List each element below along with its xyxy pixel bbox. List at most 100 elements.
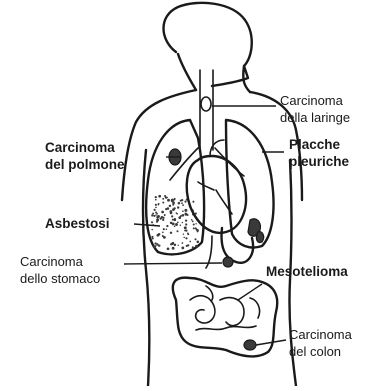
- stipple-dot: [157, 215, 160, 218]
- stipple-dot: [156, 221, 158, 223]
- stomach-tumor-icon: [223, 257, 233, 267]
- plaques-label: Placche pleuriche: [289, 137, 350, 169]
- heart: [187, 140, 246, 233]
- stipple-dot: [184, 230, 186, 232]
- svg-text:del colon: del colon: [289, 344, 341, 359]
- stipple-dot: [174, 199, 176, 201]
- svg-text:Placche: Placche: [289, 137, 341, 152]
- stipple-dot: [197, 241, 200, 244]
- stipple-dot: [178, 202, 181, 205]
- stomach-label: Carcinoma dello stomaco: [20, 254, 100, 286]
- mesothelioma-label: Mesotelioma: [266, 264, 348, 279]
- stipple-dot: [185, 219, 187, 221]
- stipple-dot: [172, 203, 174, 205]
- stipple-dot: [169, 205, 171, 207]
- stipple-dot: [191, 219, 193, 221]
- stipple-dot: [183, 237, 185, 239]
- stipple-dot: [152, 237, 154, 239]
- stipple-dot: [151, 229, 153, 231]
- stipple-dot: [186, 245, 188, 247]
- stipple-dot: [162, 231, 164, 233]
- stipple-dot: [192, 246, 194, 248]
- stipple-dot: [172, 222, 175, 225]
- stipple-dot: [193, 223, 195, 225]
- stipple-dot: [158, 195, 161, 198]
- stipple-dot: [185, 237, 187, 239]
- stipple-dot: [174, 244, 176, 246]
- svg-text:del polmone: del polmone: [45, 157, 125, 172]
- stipple-dot: [192, 201, 194, 203]
- stipple-dot: [175, 223, 178, 226]
- stipple-dot: [194, 238, 196, 240]
- stipple-dot: [184, 201, 186, 203]
- stipple-dot: [182, 204, 184, 206]
- stipple-dot: [166, 228, 168, 230]
- stipple-dot: [165, 208, 167, 210]
- asbestosis-label: Asbestosi: [45, 216, 110, 231]
- asbestosis-stipple: [151, 195, 199, 250]
- stipple-dot: [162, 198, 164, 200]
- stipple-dot: [180, 224, 181, 225]
- stipple-dot: [193, 227, 195, 229]
- svg-text:dello stomaco: dello stomaco: [20, 271, 100, 286]
- stipple-dot: [155, 199, 157, 201]
- colon-tumor-icon: [244, 340, 256, 350]
- stipple-dot: [167, 247, 170, 250]
- stipple-dot: [162, 202, 164, 204]
- stipple-dot: [181, 202, 183, 204]
- stipple-dot: [185, 223, 187, 225]
- stipple-dot: [172, 247, 175, 250]
- stipple-dot: [182, 222, 184, 224]
- larynx-label: Carcinoma della laringe: [280, 93, 350, 125]
- svg-text:Carcinoma: Carcinoma: [45, 140, 115, 155]
- stipple-dot: [171, 215, 173, 217]
- stipple-dot: [180, 200, 182, 202]
- stipple-dot: [156, 213, 158, 215]
- stipple-dot: [162, 216, 163, 217]
- lung-label: Carcinoma del polmone: [45, 140, 125, 172]
- stipple-dot: [155, 204, 157, 206]
- stipple-dot: [162, 235, 164, 237]
- stomach: [206, 228, 253, 268]
- stipple-dot: [154, 209, 156, 211]
- stipple-dot: [184, 226, 187, 229]
- larynx-icon: [201, 97, 211, 111]
- stipple-dot: [164, 214, 166, 216]
- stomach-leader: [124, 263, 222, 264]
- stipple-dot: [185, 213, 186, 214]
- stipple-dot: [181, 247, 184, 250]
- stipple-dot: [161, 211, 164, 214]
- stipple-dot: [177, 245, 178, 246]
- stipple-dot: [183, 233, 184, 234]
- stipple-dot: [195, 245, 198, 248]
- stipple-dot: [171, 199, 174, 202]
- stipple-dot: [166, 225, 168, 227]
- asbestosis-leader: [134, 224, 160, 226]
- stipple-dot: [197, 231, 199, 233]
- stipple-dot: [166, 197, 168, 199]
- stipple-dot: [155, 207, 157, 209]
- svg-text:della laringe: della laringe: [280, 110, 350, 125]
- stipple-dot: [172, 242, 174, 244]
- stipple-dot: [187, 233, 189, 235]
- stipple-dot: [177, 221, 179, 223]
- stipple-dot: [176, 212, 177, 213]
- svg-text:Carcinoma: Carcinoma: [280, 93, 344, 108]
- stipple-dot: [155, 214, 157, 216]
- svg-text:pleuriche: pleuriche: [289, 154, 350, 169]
- stipple-dot: [182, 210, 184, 212]
- stipple-dot: [158, 245, 160, 247]
- stipple-dot: [195, 223, 196, 224]
- stipple-dot: [158, 203, 160, 205]
- stipple-dot: [151, 221, 153, 223]
- stipple-dot: [170, 212, 173, 215]
- stipple-dot: [192, 221, 194, 223]
- stipple-dot: [155, 245, 157, 247]
- stipple-dot: [189, 241, 191, 243]
- left-lung: [146, 120, 204, 254]
- stipple-dot: [167, 199, 170, 202]
- stipple-dot: [174, 219, 176, 221]
- pleural-plaques: [248, 219, 264, 243]
